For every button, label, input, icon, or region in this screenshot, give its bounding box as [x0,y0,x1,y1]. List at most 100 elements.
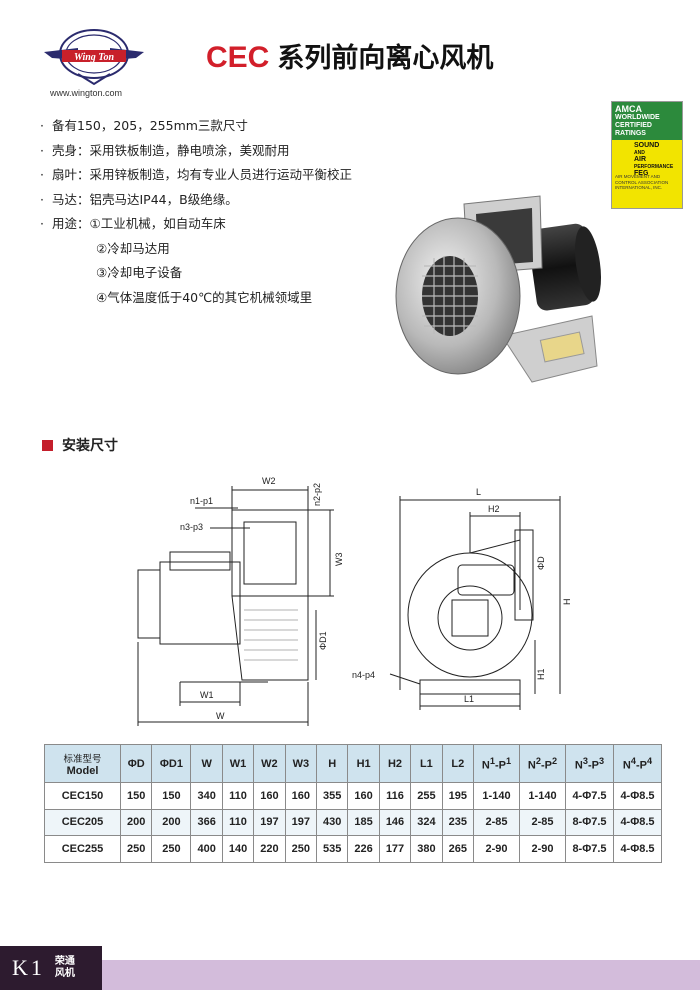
table-header-n2: N2-P2 [519,744,566,783]
svg-text:L: L [476,487,481,497]
feature-item: ·马达：铝壳马达IP44，B级绝缘。 [40,191,238,207]
table-cell: 430 [316,808,349,836]
table-header: W3 [284,744,318,783]
table-header: L2 [441,744,475,783]
table-header: ΦD1 [151,744,192,783]
table-cell: 146 [378,808,412,836]
table-header: ΦD [119,744,153,783]
table-header: H1 [347,744,380,783]
table-header: W1 [221,744,255,783]
svg-text:W1: W1 [200,690,214,700]
drawing-labels: W2 n1-p1 n3-p3 n2-p2 W3 ΦD1 W1 W L H2 ΦD… [180,476,572,721]
row-model: CEC205 [44,808,121,836]
table-cell: 110 [221,808,255,836]
feature-item: ·用途：①工业机械，如自动车床 [40,216,226,231]
table-cell: 200 [119,808,153,836]
table-cell: 8-Φ7.5 [565,808,614,836]
svg-text:H2: H2 [488,504,500,514]
svg-text:H: H [562,599,572,606]
table-cell: 340 [190,782,223,810]
table-cell: 2-90 [519,835,566,863]
website-url: www.wington.com [50,88,123,98]
logo-text: Wing Ton [74,52,115,63]
table-cell: 1-140 [473,782,520,810]
table-header: H2 [378,744,412,783]
table-cell: 250 [284,835,318,863]
svg-text:L1: L1 [464,694,474,704]
table-cell: 200 [151,808,192,836]
title-text: 系列前向离心风机 [277,43,494,74]
table-header: W [190,744,223,783]
amca-badge: AMCA WORLDWIDE CERTIFIED RATINGS SOUND A… [611,101,683,209]
table-cell: 2-85 [519,808,566,836]
svg-text:W: W [216,711,225,721]
row-model: CEC255 [44,835,121,863]
feature-sub-item: ②冷却马达用 [96,240,170,256]
svg-text:ΦD1: ΦD1 [318,631,328,650]
footer-brand: 荣通 风机 [54,956,75,979]
title-model: CEC [206,41,270,74]
svg-text:W2: W2 [262,476,276,486]
table-header: L1 [410,744,443,783]
table-header-n4: N4-P4 [613,744,662,783]
footer-page-code: K1 荣通 风机 [0,946,102,990]
wington-logo: Wing Ton [44,29,144,86]
table-cell: 150 [151,782,192,810]
table-cell: 250 [151,835,192,863]
table-cell: 2-90 [473,835,520,863]
badge-mid: SOUND AND AIR PERFORMANCE FEG [634,142,674,177]
table-cell: 226 [347,835,380,863]
table-cell: 4-Φ8.5 [613,835,662,863]
table-cell: 220 [253,835,286,863]
table-cell: 160 [347,782,380,810]
table-cell: 8-Φ7.5 [565,835,614,863]
table-row: CEC205 200 200 366 110 197 197 430 185 1… [44,808,662,836]
svg-text:W3: W3 [334,553,344,567]
svg-text:ΦD: ΦD [536,556,546,570]
table-row: CEC150 150 150 340 110 160 160 355 160 1… [44,782,662,810]
table-header-n3: N3-P3 [565,744,614,783]
svg-text:n2-p2: n2-p2 [312,483,322,506]
table-cell: 110 [221,782,255,810]
table-cell: 2-85 [473,808,520,836]
svg-text:n4-p4: n4-p4 [352,670,375,680]
table-header-n1: N1-P1 [473,744,520,783]
feature-list: ·备有150，205，255mm三款尺寸 ·壳身：采用铁板制造，静电喷涂，美观耐… [40,114,352,310]
table-cell: 195 [441,782,475,810]
row-model: CEC150 [44,782,121,810]
table-cell: 250 [119,835,153,863]
feature-item: ·扇叶：采用锌板制造，均有专业人员进行运动平衡校正 [40,167,353,182]
svg-text:n3-p3: n3-p3 [180,522,203,532]
table-header: H [316,744,349,783]
svg-text:n1-p1: n1-p1 [190,496,213,506]
table-cell: 140 [221,835,255,863]
table-row: CEC255 250 250 400 140 220 250 535 226 1… [44,835,662,863]
table-cell: 535 [316,835,349,863]
table-cell: 185 [347,808,380,836]
table-cell: 160 [284,782,318,810]
table-cell: 116 [378,782,412,810]
feature-item: ·备有150，205，255mm三款尺寸 [40,118,248,133]
table-cell: 160 [253,782,286,810]
table-cell: 4-Φ8.5 [613,782,662,810]
table-cell: 4-Φ8.5 [613,808,662,836]
table-header: W2 [253,744,286,783]
badge-bottom: AIR MOVEMENT AND CONTROL ASSOCIATION INT… [615,174,669,190]
product-image [395,195,602,383]
logo-emblem-icon [44,29,144,86]
table-cell: 1-140 [519,782,566,810]
footer-band [0,960,700,990]
table-cell: 265 [441,835,475,863]
badge-top: AMCA WORLDWIDE CERTIFIED RATINGS [612,102,682,140]
feature-sub-item: ④气体温度低于40℃的其它机械领域里 [96,289,313,305]
feature-item: ·壳身：采用铁板制造，静电喷涂，美观耐用 [40,142,290,158]
svg-text:H1: H1 [536,668,546,680]
table-cell: 197 [253,808,286,836]
table-cell: 324 [410,808,443,836]
table-cell: 380 [410,835,443,863]
feature-sub-item: ③冷却电子设备 [96,265,183,280]
